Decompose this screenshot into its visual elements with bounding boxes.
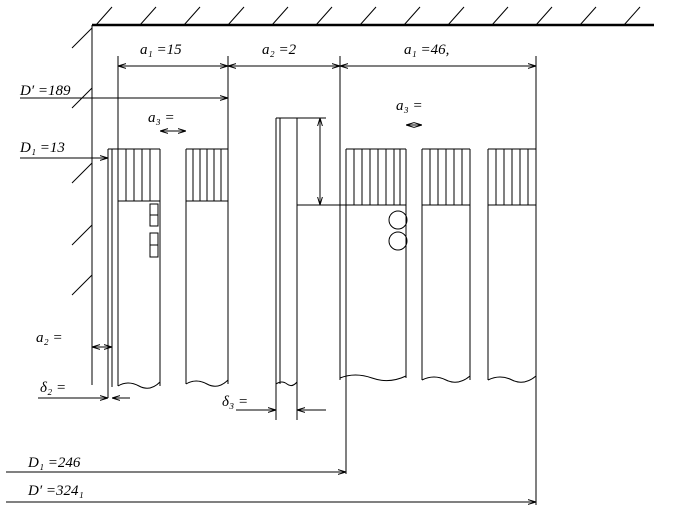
strip-3: [339, 148, 408, 382]
sensor-circle-2: [388, 231, 408, 251]
wall-hatching: [71, 27, 93, 296]
strip-4: [421, 148, 471, 383]
extension-lines: [107, 56, 537, 505]
dim-a2-label: a₂ =2: [262, 42, 297, 58]
ceiling-hatching: [95, 6, 641, 26]
dim-d2-label: D₁ =13: [19, 140, 65, 156]
strip-2: [185, 148, 229, 387]
sensor-circle-1: [388, 210, 408, 230]
dim-a3-label: a₁ =46,: [404, 42, 449, 58]
dim-d1-label: D′ =189: [19, 83, 71, 99]
pipe-wall-1: [107, 148, 118, 387]
dim-a6-label: a₂ =: [36, 330, 63, 346]
dim-a5-label: a₃ =: [396, 98, 423, 114]
middle-rod: [275, 117, 298, 387]
dim-a4-label: a₃ =: [148, 110, 175, 126]
pipe-wall-2: [339, 149, 347, 380]
dim-d4-label: D′ =324₁: [27, 483, 84, 499]
strip-5: [487, 148, 537, 383]
dim-delta1-label: δ₂ =: [40, 380, 66, 396]
dimension-lines: [6, 66, 536, 502]
dim-d3-label: D₁ =246: [27, 455, 81, 471]
dim-a1-label: a₁ =15: [140, 42, 182, 58]
strip-1: [117, 148, 161, 389]
dim-delta2-label: δ₃ =: [222, 394, 248, 410]
